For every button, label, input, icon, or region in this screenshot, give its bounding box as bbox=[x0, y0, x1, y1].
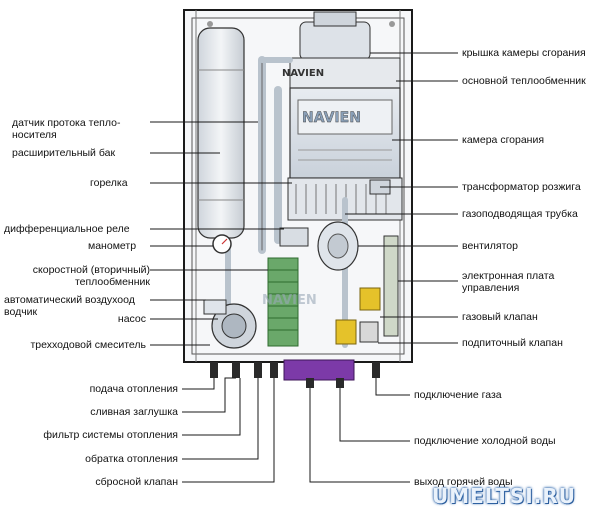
fan-shape bbox=[317, 221, 359, 271]
label-gas-supply-pipe: газоподводящая трубка bbox=[462, 208, 578, 220]
diff-relay-shape bbox=[279, 227, 309, 247]
label-combustion-chamber: камера сгорания bbox=[462, 134, 545, 146]
label-gas-connection: подключение газа bbox=[414, 389, 502, 401]
label-ignition-transformer: трансформатор розжига bbox=[462, 181, 581, 193]
label-gas-valve: газовый клапан bbox=[462, 311, 538, 323]
label-flow-sensor: датчик протока тепло- носителя bbox=[12, 117, 121, 141]
label-control-board: электронная плата управления bbox=[462, 270, 555, 294]
watermark-logo: UMELTSI.RU bbox=[432, 484, 576, 508]
connection-block bbox=[210, 359, 380, 388]
label-heating-supply: подача отопления bbox=[89, 383, 178, 395]
label-main-hx: основной теплообменник bbox=[462, 75, 586, 87]
label-hot-water: выход горячей воды bbox=[414, 476, 513, 488]
combustion-chamber-shape bbox=[289, 87, 401, 179]
control-board-shape bbox=[383, 235, 399, 337]
label-relief-valve: сбросной клапан bbox=[95, 476, 178, 488]
chamber-cover-shape bbox=[289, 11, 401, 89]
expansion-tank-shape bbox=[197, 27, 245, 239]
label-three-way-mixer: трехходовой смеситель bbox=[30, 339, 147, 351]
label-diff-relay: дифференциальное реле bbox=[4, 223, 130, 235]
label-air-vent: автоматический воздухоод водчик bbox=[4, 294, 135, 318]
label-heating-filter: фильтр системы отопления bbox=[43, 429, 178, 441]
label-fan: вентилятор bbox=[462, 240, 518, 252]
brand-text-center: NAVIEN bbox=[302, 110, 361, 126]
brand-text-top: NAVIEN bbox=[282, 68, 324, 79]
label-makeup-valve: подпиточный клапан bbox=[462, 337, 563, 349]
pump-shape bbox=[203, 299, 257, 349]
label-drain-plug: сливная заглушка bbox=[90, 406, 178, 418]
label-secondary-hx: скоростной (вторичный) теплообменник bbox=[32, 264, 150, 288]
label-heating-return: обратка отопления bbox=[85, 453, 178, 465]
label-cold-water: подключение холодной воды bbox=[414, 435, 556, 447]
label-pump: насос bbox=[117, 313, 146, 325]
label-chamber-cover: крышка камеры сгорания bbox=[462, 47, 586, 59]
brand-text-lower: NAVIEN bbox=[262, 293, 317, 308]
label-manometer: манометр bbox=[88, 240, 137, 252]
leader-lines bbox=[150, 52, 458, 483]
gas-valve-shape bbox=[335, 287, 381, 345]
label-expansion-tank: расширительный бак bbox=[12, 147, 116, 159]
label-burner: горелка bbox=[90, 177, 128, 189]
manometer-shape bbox=[212, 234, 232, 254]
secondary-hx-shape bbox=[267, 257, 299, 347]
